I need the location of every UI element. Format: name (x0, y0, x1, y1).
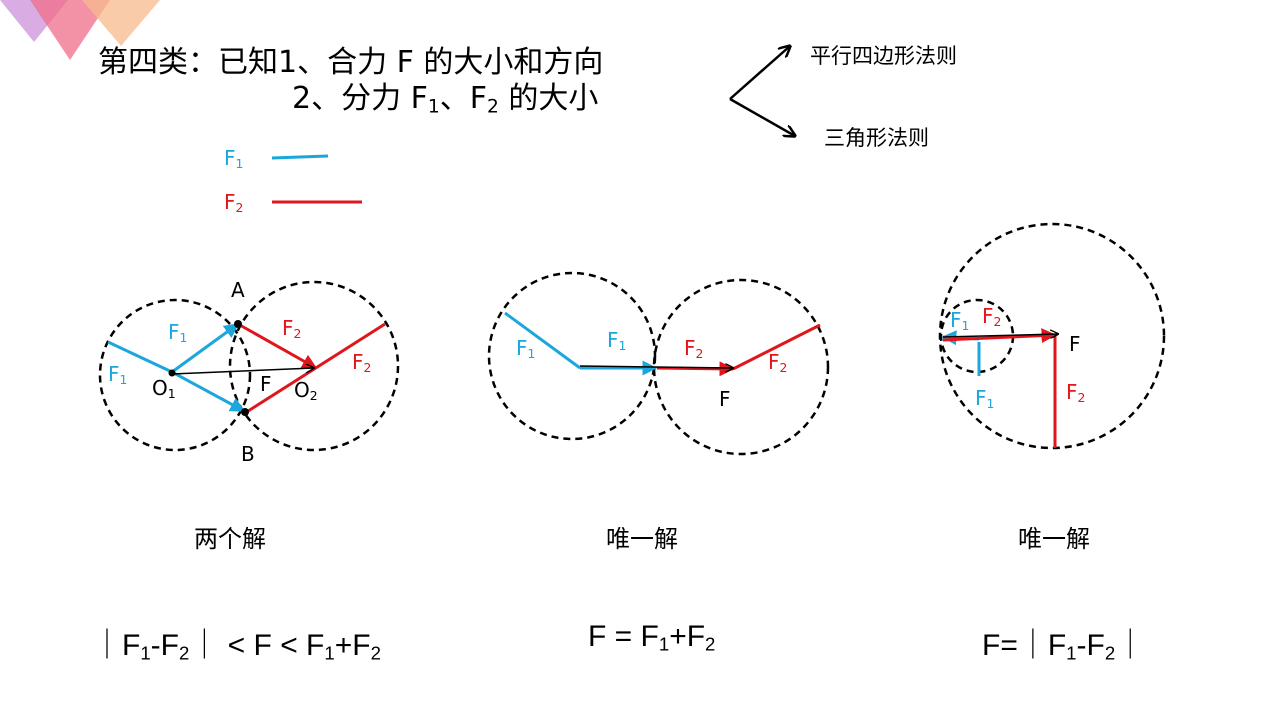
case2-label-f1-radius: F1 (516, 336, 536, 362)
case1-label-a: A (231, 278, 245, 302)
case1-label-f2-right: F2 (352, 350, 372, 376)
case3-f2-arrow (942, 328, 1057, 344)
case1-f1-arrow-down (171, 370, 246, 413)
case1-point-b (241, 408, 249, 416)
case2-formula: F = F1+F2 (588, 620, 716, 655)
case-1-diagram (98, 280, 400, 452)
method-branch-arrows (729, 46, 795, 136)
case3-label-f1-bottom: F1 (975, 386, 995, 412)
case3-label-f2-top: F2 (982, 304, 1002, 330)
heading-line-1: 第四类：已知1、合力 F 的大小和方向 (98, 45, 604, 80)
case1-circle-right (228, 280, 400, 452)
case2-label-f2-arrow: F2 (684, 336, 704, 362)
case2-f2-arrow (656, 361, 735, 377)
case-3-diagram (938, 222, 1166, 450)
branch-arrow-up (729, 46, 790, 100)
case1-f2-arrow-from-a (237, 322, 318, 370)
case1-f1-arrow-up (171, 322, 240, 374)
case2-circle-left (487, 271, 657, 441)
case1-label-f1-left: F1 (108, 362, 128, 388)
case1-label-o1: O1 (152, 376, 176, 402)
case1-f1-radius-left (107, 340, 173, 374)
case2-label-f2-radius: F2 (768, 350, 788, 376)
legend-f2-label: F2 (224, 190, 244, 216)
legend-f1-line (271, 154, 329, 160)
case3-label-f: F (1069, 332, 1081, 356)
method-triangle: 三角形法则 (824, 126, 929, 150)
case1-label-f: F (260, 372, 272, 396)
case3-label-f2-right: F2 (1066, 380, 1086, 406)
case1-circle-left (98, 298, 252, 452)
branch-arrow-down (729, 97, 795, 136)
heading-line-2: 2、分力 F1、F2 的大小 (292, 81, 599, 118)
case2-f2-radius (732, 323, 821, 371)
case1-caption: 两个解 (194, 525, 266, 553)
case1-label-f2-upper: F2 (282, 316, 302, 342)
method-parallelogram: 平行四边形法则 (810, 44, 957, 68)
case2-label-f: F (719, 387, 731, 411)
legend-f1-label: F1 (224, 146, 244, 172)
case2-f1-radius (504, 311, 581, 370)
case3-label-f1-top: F1 (950, 308, 970, 334)
decor-triangle-pink (30, 0, 110, 60)
case-2-diagram (487, 271, 830, 456)
case3-caption: 唯一解 (1018, 525, 1090, 553)
case1-label-b: B (241, 442, 255, 466)
case1-point-o1 (168, 369, 176, 377)
case1-point-a (234, 320, 242, 328)
case2-resultant-f (579, 366, 733, 368)
case2-circle-right (652, 278, 830, 456)
corner-decoration (0, 0, 160, 60)
case1-resultant-f (171, 368, 314, 375)
case2-label-f1-arrow: F1 (607, 328, 627, 354)
case1-formula: ｜F1-F2｜ < F < F1+F2 (92, 629, 381, 664)
case3-resultant-f (942, 334, 1058, 337)
decor-triangle-orange (82, 0, 160, 46)
case2-caption: 唯一解 (606, 525, 678, 553)
case1-label-f1-upper: F1 (168, 320, 188, 346)
case1-label-o2: O2 (294, 378, 318, 404)
case3-formula: F=｜F1-F2｜ (982, 629, 1146, 664)
